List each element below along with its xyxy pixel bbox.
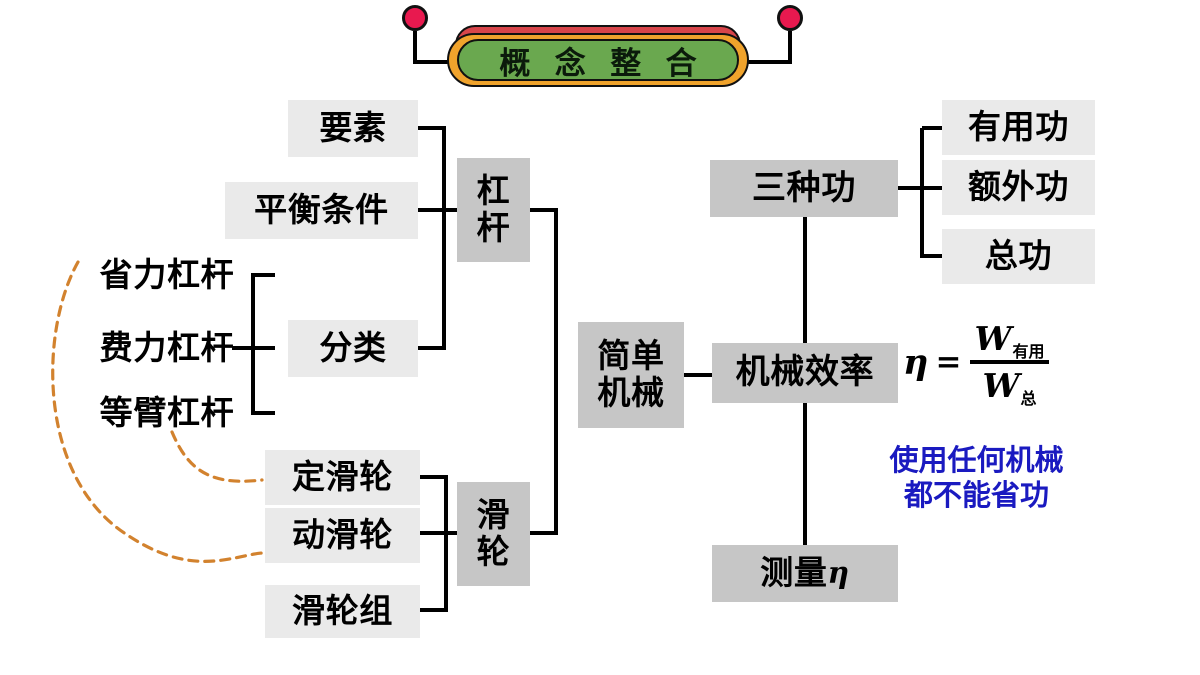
node-pulley-hub-char-2: 轮 bbox=[476, 532, 511, 571]
formula-denominator-subscript: 总 bbox=[1020, 389, 1037, 408]
efficiency-formula: η = W 有用 W 总 bbox=[903, 318, 1049, 408]
node-work-item-3[interactable]: 总功 bbox=[942, 229, 1095, 284]
note-line-2: 都不能省功 bbox=[903, 478, 1049, 513]
wire-pulley-3 bbox=[420, 533, 448, 612]
node-mechanical-efficiency[interactable]: 机械效率 bbox=[712, 343, 898, 403]
wire-type-3 bbox=[251, 348, 275, 415]
banner-layer-green: 概 念 整 合 bbox=[457, 39, 739, 82]
formula-eta: η bbox=[903, 341, 929, 383]
node-work-hub[interactable]: 三种功 bbox=[710, 160, 898, 217]
wire-pulley-1 bbox=[420, 475, 448, 533]
wire-type-1 bbox=[251, 273, 275, 348]
node-pulley-item-3[interactable]: 滑轮组 bbox=[265, 585, 420, 638]
wire-lever-to-center bbox=[530, 208, 558, 375]
formula-numerator-subscript: 有用 bbox=[1012, 342, 1045, 361]
node-lever-type-2[interactable]: 费力杠杆 bbox=[99, 327, 235, 367]
node-lever-balance[interactable]: 平衡条件 bbox=[225, 182, 418, 239]
dashed-link-shengli-to-donghualun bbox=[51, 260, 264, 563]
wire-work-3 bbox=[920, 188, 942, 258]
wire-work-hub-out bbox=[898, 128, 924, 190]
wire-yaosu bbox=[418, 126, 446, 210]
node-pulley-hub[interactable]: 滑 轮 bbox=[457, 482, 530, 586]
node-simple-machine-line-1: 简单 bbox=[597, 336, 665, 376]
note-no-work-saving: 使用任何机械 都不能省功 bbox=[869, 443, 1084, 514]
node-lever-classification[interactable]: 分类 bbox=[288, 320, 418, 377]
banner-title: 概 念 整 合 bbox=[499, 45, 704, 82]
title-banner: 概 念 整 合 bbox=[447, 25, 749, 87]
node-lever-type-1[interactable]: 省力杠杆 bbox=[99, 254, 235, 294]
wire-fenlei bbox=[418, 210, 446, 350]
wire-pulley-to-center bbox=[530, 375, 558, 535]
node-work-item-2[interactable]: 额外功 bbox=[942, 160, 1095, 215]
formula-denominator-symbol: W bbox=[982, 366, 1020, 405]
node-lever-elements[interactable]: 要素 bbox=[288, 100, 418, 157]
formula-numerator-symbol: W bbox=[974, 319, 1012, 358]
node-lever-hub-char-2: 杆 bbox=[476, 208, 511, 247]
note-line-1: 使用任何机械 bbox=[889, 443, 1064, 477]
formula-numerator: W 有用 bbox=[970, 318, 1048, 361]
node-work-item-1[interactable]: 有用功 bbox=[942, 100, 1095, 155]
wire-pin-left bbox=[413, 31, 450, 64]
node-pulley-hub-char-1: 滑 bbox=[476, 495, 511, 535]
formula-fraction: W 有用 W 总 bbox=[970, 318, 1049, 408]
node-pulley-item-1[interactable]: 定滑轮 bbox=[265, 450, 420, 505]
pin-left-icon bbox=[402, 5, 428, 31]
dashed-link-dengbi-to-dinghualun bbox=[170, 430, 264, 483]
formula-fraction-bar bbox=[970, 360, 1049, 364]
formula-equals: = bbox=[935, 344, 962, 380]
pin-right-icon bbox=[777, 5, 803, 31]
node-lever-type-3[interactable]: 等臂杠杆 bbox=[99, 392, 235, 432]
node-simple-machine-line-2: 机械 bbox=[597, 373, 665, 412]
node-pulley-item-2[interactable]: 动滑轮 bbox=[265, 508, 420, 563]
wire-pin-right bbox=[746, 31, 792, 64]
node-lever-hub-char-1: 杠 bbox=[476, 171, 511, 211]
node-lever-hub[interactable]: 杠 杆 bbox=[457, 158, 530, 262]
node-simple-machine[interactable]: 简单 机械 bbox=[578, 322, 684, 428]
formula-denominator: W 总 bbox=[978, 365, 1040, 408]
